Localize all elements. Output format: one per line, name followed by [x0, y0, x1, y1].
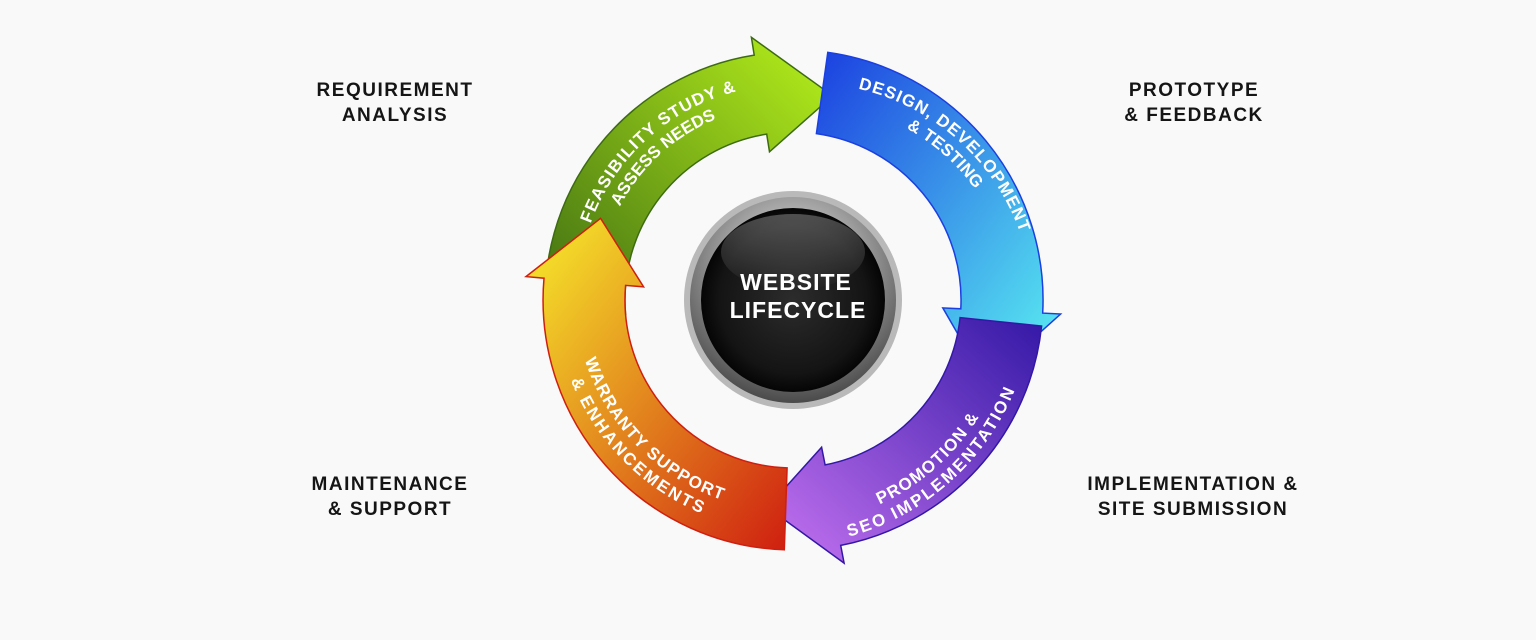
requirement-analysis-line1: REQUIREMENT — [316, 80, 474, 101]
hub-gloss — [721, 214, 865, 290]
promotion-arrow — [766, 316, 1043, 565]
center-title-line2: LIFECYCLE — [730, 297, 867, 323]
center-title-line1: WEBSITE — [740, 269, 852, 295]
warranty-arrow — [524, 217, 788, 551]
prototype-feedback-label: PROTOTYPE & FEEDBACK — [1044, 78, 1344, 128]
implementation-line1: IMPLEMENTATION & — [1087, 474, 1299, 495]
prototype-feedback-line2: & FEEDBACK — [1124, 105, 1264, 126]
requirement-analysis-label: REQUIREMENT ANALYSIS — [245, 78, 545, 128]
implementation-label: IMPLEMENTATION & SITE SUBMISSION — [1043, 472, 1343, 522]
maintenance-support-line2: & SUPPORT — [327, 499, 453, 520]
center-hub: WEBSITE LIFECYCLE — [684, 191, 902, 409]
prototype-feedback-line1: PROTOTYPE — [1128, 80, 1260, 101]
requirement-analysis-line2: ANALYSIS — [341, 105, 449, 126]
implementation-line2: SITE SUBMISSION — [1097, 499, 1289, 520]
maintenance-support-line1: MAINTENANCE — [311, 474, 469, 495]
design-arrow — [815, 51, 1063, 383]
maintenance-support-label: MAINTENANCE & SUPPORT — [240, 472, 540, 522]
